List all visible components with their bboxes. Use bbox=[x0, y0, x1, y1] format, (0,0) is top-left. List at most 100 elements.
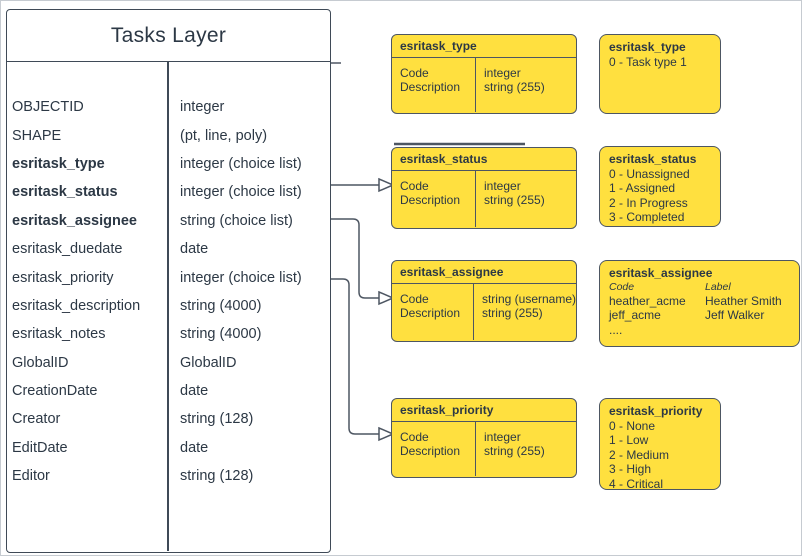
field-name: Code bbox=[400, 179, 429, 193]
domain-field-types: integer string (255) bbox=[476, 171, 576, 227]
field-type: integer bbox=[484, 66, 521, 80]
field-type: integer (choice list) bbox=[180, 269, 302, 286]
field-type: string (choice list) bbox=[180, 212, 293, 229]
value-list-title: esritask_priority bbox=[609, 404, 703, 418]
domain-table-title: esritask_assignee bbox=[392, 261, 576, 284]
domain-field-types: string (username) string (255) bbox=[474, 284, 576, 340]
field-type: date bbox=[180, 241, 209, 258]
value-item: 0 - None bbox=[609, 418, 656, 433]
table-row: OBJECTID integer bbox=[7, 93, 330, 121]
table-row: esritask_description string (4000) bbox=[7, 292, 330, 320]
assignee-label: Jeff Walker bbox=[705, 308, 765, 323]
domain-table-body: Code Description integer string (255) bbox=[392, 422, 576, 476]
column-header: Code bbox=[609, 280, 635, 293]
assignee-table: Code Label heather_acme Heather Smith je… bbox=[609, 281, 790, 323]
field-name: esritask_type bbox=[12, 155, 105, 172]
field-name: Creator bbox=[12, 411, 61, 428]
value-list-title: esritask_type bbox=[609, 40, 686, 54]
domain-table-title: esritask_status bbox=[392, 148, 576, 171]
field-name: SHAPE bbox=[12, 127, 62, 144]
field-type: integer (choice list) bbox=[180, 155, 302, 172]
page-title: Tasks Layer bbox=[7, 10, 330, 62]
field-type: string (128) bbox=[180, 468, 254, 485]
domain-table-priority: esritask_priority Code Description integ… bbox=[391, 398, 577, 478]
value-item: 2 - In Progress bbox=[609, 195, 688, 210]
field-type: integer bbox=[180, 99, 225, 116]
value-item: 3 - High bbox=[609, 462, 652, 477]
field-name: Description bbox=[400, 80, 461, 94]
connector-assignee bbox=[331, 218, 379, 299]
value-list-status: esritask_status 0 - Unassigned 1 - Assig… bbox=[599, 146, 721, 227]
connector-priority bbox=[331, 278, 379, 435]
field-name: Code bbox=[400, 430, 429, 444]
field-name: esritask_assignee bbox=[12, 212, 137, 229]
field-type: date bbox=[180, 383, 209, 400]
domain-table-status: esritask_status Code Description integer… bbox=[391, 147, 577, 229]
domain-table-body: Code Description integer string (255) bbox=[392, 171, 576, 227]
domain-table-title: esritask_type bbox=[392, 35, 576, 58]
value-item: 1 - Assigned bbox=[609, 181, 676, 196]
field-name: esritask_duedate bbox=[12, 241, 123, 258]
table-row: EditDate date bbox=[7, 434, 330, 462]
value-list-title: esritask_status bbox=[609, 152, 697, 166]
table-row: esritask_notes string (4000) bbox=[7, 320, 330, 348]
table-row: Creator string (128) bbox=[7, 405, 330, 433]
field-name: Description bbox=[400, 306, 461, 320]
field-type: GlobalID bbox=[180, 354, 237, 371]
value-item: 2 - Medium bbox=[609, 447, 670, 462]
assignee-label: Heather Smith bbox=[705, 293, 782, 308]
value-list-type: esritask_type 0 - Task type 1 bbox=[599, 34, 721, 114]
field-name: Code bbox=[400, 66, 429, 80]
field-name: esritask_priority bbox=[12, 269, 114, 286]
field-name: esritask_notes bbox=[12, 326, 106, 343]
field-name: Editor bbox=[12, 468, 50, 485]
field-type: integer (choice list) bbox=[180, 184, 302, 201]
value-item: 1 - Low bbox=[609, 433, 649, 448]
field-type: string (4000) bbox=[180, 326, 262, 343]
field-name: Description bbox=[400, 193, 461, 207]
assignee-code: jeff_acme bbox=[609, 308, 661, 323]
field-name: CreationDate bbox=[12, 383, 98, 400]
domain-field-types: integer string (255) bbox=[476, 58, 576, 112]
domain-field-names: Code Description bbox=[392, 284, 474, 340]
table-row: esritask_status integer (choice list) bbox=[7, 178, 330, 206]
domain-field-names: Code Description bbox=[392, 422, 476, 476]
field-name: esritask_description bbox=[12, 297, 141, 314]
field-type: string (255) bbox=[484, 80, 545, 94]
table-row: GlobalID GlobalID bbox=[7, 349, 330, 377]
column-divider bbox=[167, 62, 169, 551]
domain-table-type: esritask_type Code Description integer s… bbox=[391, 34, 577, 114]
value-list-assignee: esritask_assignee Code Label heather_acm… bbox=[599, 260, 800, 347]
field-type: date bbox=[180, 439, 209, 456]
field-type: string (255) bbox=[484, 193, 545, 207]
table-row: Editor string (128) bbox=[7, 462, 330, 490]
value-list-title: esritask_assignee bbox=[609, 266, 713, 280]
domain-table-body: Code Description integer string (255) bbox=[392, 58, 576, 112]
domain-field-types: integer string (255) bbox=[476, 422, 576, 476]
domain-field-names: Code Description bbox=[392, 58, 476, 112]
tasks-layer-table: Tasks Layer OBJECTID integer SHAPE (pt, … bbox=[6, 9, 331, 553]
table-row: esritask_assignee string (choice list) bbox=[7, 207, 330, 235]
field-type: integer bbox=[484, 430, 521, 444]
field-name: OBJECTID bbox=[12, 99, 84, 116]
table-row: CreationDate date bbox=[7, 377, 330, 405]
domain-table-title: esritask_priority bbox=[392, 399, 576, 422]
tasks-layer-body: OBJECTID integer SHAPE (pt, line, poly) … bbox=[7, 62, 330, 551]
field-name: esritask_status bbox=[12, 184, 118, 201]
domain-table-assignee: esritask_assignee Code Description strin… bbox=[391, 260, 577, 342]
field-name: EditDate bbox=[12, 439, 68, 456]
field-type: (pt, line, poly) bbox=[180, 127, 268, 144]
field-type: string (128) bbox=[180, 411, 254, 428]
value-item: 0 - Task type 1 bbox=[609, 54, 687, 69]
value-list-priority: esritask_priority 0 - None 1 - Low 2 - M… bbox=[599, 398, 721, 491]
field-type: string (4000) bbox=[180, 297, 262, 314]
field-name: Description bbox=[400, 444, 461, 458]
table-row: esritask_type integer (choice list) bbox=[7, 150, 330, 178]
table-row: esritask_duedate date bbox=[7, 235, 330, 263]
domain-table-body: Code Description string (username) strin… bbox=[392, 284, 576, 340]
domain-field-names: Code Description bbox=[392, 171, 476, 227]
field-name: GlobalID bbox=[12, 354, 69, 371]
assignee-code: heather_acme bbox=[609, 293, 686, 308]
field-type: string (255) bbox=[481, 306, 543, 320]
